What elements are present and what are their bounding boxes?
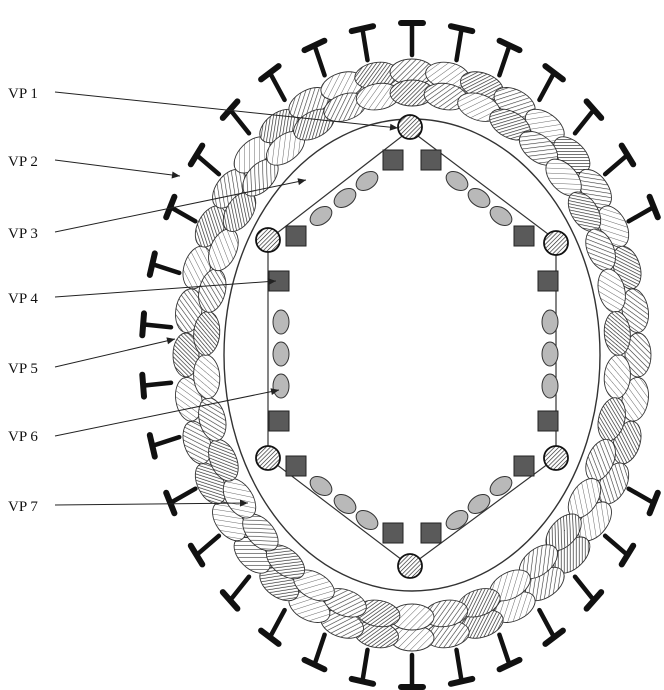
core-oval-protein bbox=[542, 310, 558, 334]
core-oval-protein bbox=[273, 342, 289, 366]
core-square-protein bbox=[286, 226, 306, 246]
vertex-protein-vp1 bbox=[256, 446, 280, 470]
core-square-protein bbox=[538, 411, 558, 431]
label-vp7: VP 7 bbox=[8, 499, 38, 515]
vertex-protein-vp1 bbox=[398, 554, 422, 578]
core-oval-protein bbox=[273, 374, 289, 398]
core-oval-protein bbox=[542, 342, 558, 366]
label-vp4: VP 4 bbox=[8, 291, 38, 307]
core-square-protein bbox=[514, 456, 534, 476]
label-vp3: VP 3 bbox=[8, 226, 38, 242]
core-square-protein bbox=[286, 456, 306, 476]
core-square-protein bbox=[383, 523, 403, 543]
core-oval-protein bbox=[273, 310, 289, 334]
core-square-protein bbox=[514, 226, 534, 246]
label-vp1: VP 1 bbox=[8, 86, 38, 102]
core-square-protein bbox=[383, 150, 403, 170]
core-square-protein bbox=[269, 411, 289, 431]
core-oval-protein bbox=[542, 374, 558, 398]
vertex-protein-vp1 bbox=[256, 228, 280, 252]
core-square-protein bbox=[421, 150, 441, 170]
vertex-protein-vp1 bbox=[544, 446, 568, 470]
vertex-protein-vp1 bbox=[544, 231, 568, 255]
core-square-protein bbox=[538, 271, 558, 291]
vertex-protein-vp1 bbox=[398, 115, 422, 139]
label-vp5: VP 5 bbox=[8, 361, 38, 377]
core-square-protein bbox=[421, 523, 441, 543]
label-vp2: VP 2 bbox=[8, 154, 38, 170]
label-vp6: VP 6 bbox=[8, 429, 38, 445]
